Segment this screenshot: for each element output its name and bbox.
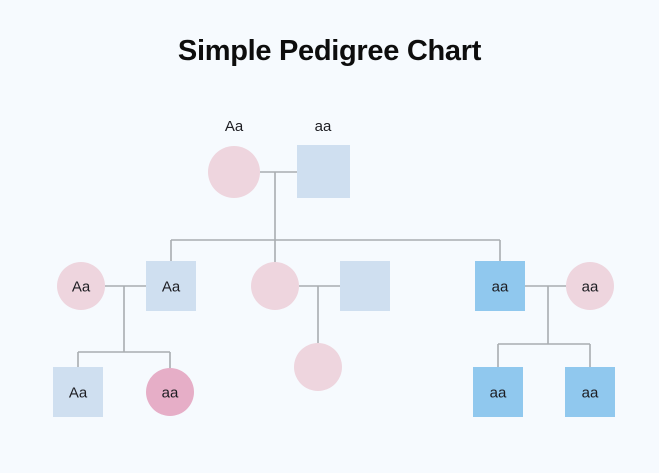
connector-layer <box>77 171 591 368</box>
individual-node-male-affected[interactable] <box>475 261 525 311</box>
individual-node-female[interactable] <box>251 262 299 310</box>
individual-node-layer <box>53 145 615 417</box>
individual-node-female[interactable] <box>57 262 105 310</box>
individual-node-female[interactable] <box>208 146 260 198</box>
individual-node-male[interactable] <box>340 261 390 311</box>
individual-node-female[interactable] <box>294 343 342 391</box>
individual-node-female-affected[interactable] <box>146 368 194 416</box>
individual-node-male[interactable] <box>53 367 103 417</box>
individual-node-male[interactable] <box>146 261 196 311</box>
individual-node-male-affected[interactable] <box>565 367 615 417</box>
individual-node-female[interactable] <box>566 262 614 310</box>
individual-node-male-affected[interactable] <box>473 367 523 417</box>
page-title: Simple Pedigree Chart <box>177 35 482 67</box>
individual-node-male[interactable] <box>297 145 350 198</box>
